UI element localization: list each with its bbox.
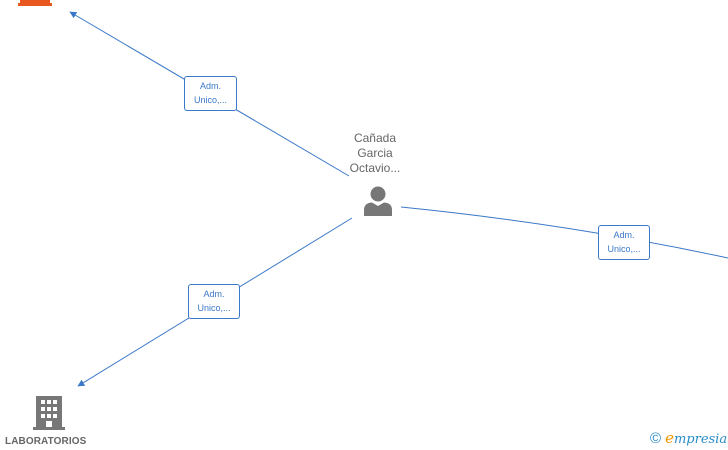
brand-logo: empresia xyxy=(665,429,727,447)
person-name-line: Cañada xyxy=(353,131,397,145)
edge-role-line: Unico,... xyxy=(197,303,231,313)
edge-role-line: Unico,... xyxy=(193,95,227,105)
company-name-laboratorios[interactable]: LABORATORIOS xyxy=(5,436,87,447)
person-name-line: Garcia xyxy=(357,146,393,160)
brand-logo-initial: e xyxy=(665,429,674,447)
empresia-watermark: © empresia xyxy=(650,429,727,447)
edge-role-label[interactable]: Adm. Unico,... xyxy=(188,284,240,319)
copyright-icon: © xyxy=(650,429,662,447)
company-building-icon-top[interactable] xyxy=(18,0,52,6)
edge-role-label[interactable]: Adm. Unico,... xyxy=(598,225,650,260)
person-name[interactable]: Cañada Garcia Octavio... xyxy=(335,131,415,176)
edge-role-line: Unico,... xyxy=(607,244,641,254)
edge-role-label[interactable]: Adm. Unico,... xyxy=(184,76,237,111)
person-name-line: Octavio... xyxy=(349,161,401,175)
edge-line-right-company xyxy=(400,206,728,259)
person-icon[interactable] xyxy=(362,186,394,216)
brand-logo-rest: mpresia xyxy=(673,432,728,447)
edge-role-line: Adm. xyxy=(613,230,635,240)
edge-role-line: Adm. xyxy=(203,289,225,299)
edge-role-line: Adm. xyxy=(199,81,221,91)
building-icon[interactable] xyxy=(33,396,65,430)
